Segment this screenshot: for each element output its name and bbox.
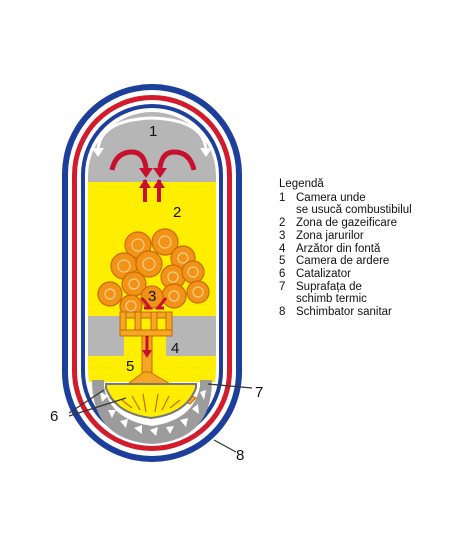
callout-2: 2 [173,204,181,221]
catalyst-spikes [121,393,181,413]
fuel-log-rings [104,235,204,312]
callout-1: 1 [149,123,157,140]
flow-arrow-right [157,149,197,171]
callout-7: 7 [255,384,263,401]
burner-gray-band-right [166,316,216,356]
legend-item-continuation: schimb termic [296,293,367,306]
heat-exchange-surface [92,380,212,444]
drying-dome-tip-right [200,148,212,157]
callout-3: 3 [148,288,156,305]
flow-channel-left [143,180,147,202]
flow-up-arrowhead-right [153,179,165,188]
burner-gray-band-left [88,316,124,356]
legend-item-continuation: se usucă combustibilul [296,204,412,217]
leader-lines [68,383,253,453]
fuel-logs [97,228,210,318]
catalyst-bowl [105,383,197,420]
ember-arrow-right [154,297,168,310]
heat-exchange-teeth [100,390,206,436]
burner-flame-arrowhead [142,350,152,358]
legend-title: Legendă [279,178,324,190]
flow-arrowhead-left [139,168,153,178]
drying-dome-tip-left [92,148,104,157]
callout-5: 5 [126,358,134,375]
drying-dome-outline [96,116,208,153]
flow-arrow-left [109,149,149,171]
flow-arrowhead-right [153,168,167,178]
flow-up-arrowhead-left [139,179,151,188]
callout-6: 6 [50,408,58,425]
callout-4: 4 [171,340,179,357]
ember-arrow-left [140,297,154,310]
flow-channel-right [157,180,161,202]
callout-8: 8 [236,447,244,464]
